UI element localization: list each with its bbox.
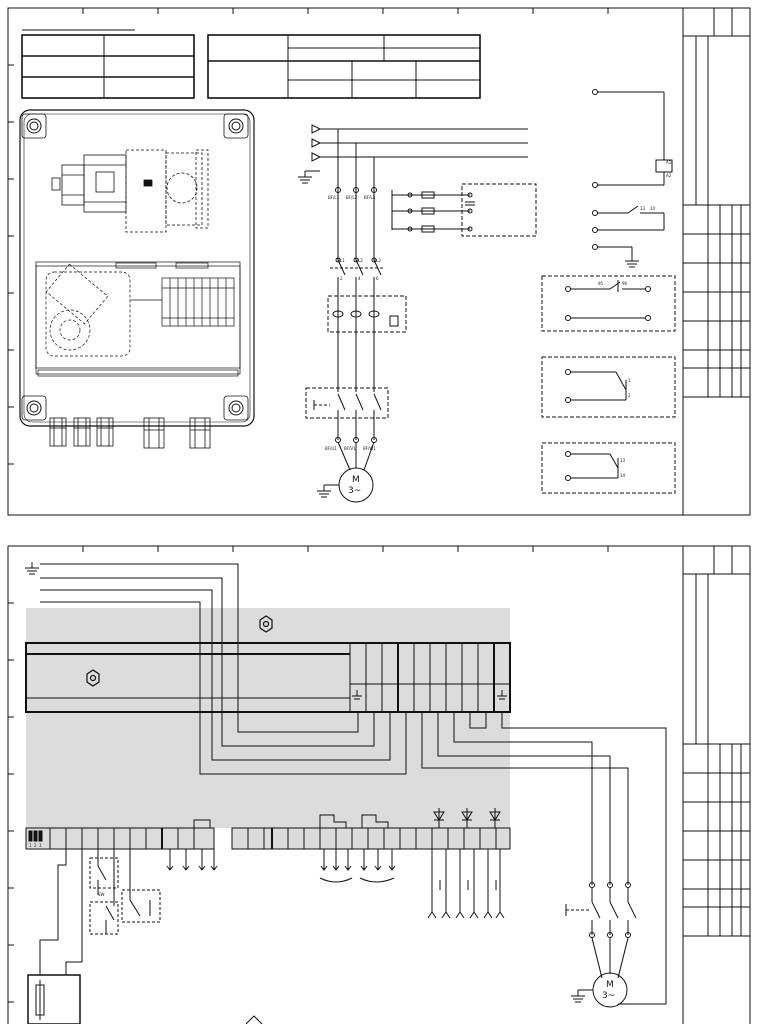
- contactor-terminal: 4: [358, 276, 361, 281]
- title-block: [682, 8, 750, 515]
- enclosure-layout: [19, 109, 255, 449]
- coil-terminal: A2: [666, 173, 672, 178]
- mounting-hole: [223, 113, 249, 139]
- box2-terminal: 1: [628, 378, 631, 383]
- motor-symbol: M: [352, 475, 360, 485]
- contactor-terminal: 2: [340, 276, 343, 281]
- mounting-hole: [223, 395, 249, 421]
- box2-terminal: 2: [628, 393, 631, 398]
- cable-gland-icon: [49, 417, 67, 447]
- mounting-hole: [21, 113, 47, 139]
- top-sheet: BF/L1 BF/L2 BF/L3 L1 L2 L3 2 4 6 BF/U1 B…: [7, 7, 751, 516]
- ground-icon: [297, 170, 313, 184]
- motor-type: 3~: [348, 486, 361, 496]
- contactor-assembly: [51, 149, 209, 233]
- header-table-right: [207, 34, 481, 99]
- ground-icon: [570, 989, 586, 1003]
- cable-gland-icon: [96, 417, 114, 447]
- motor-type: 3~: [602, 991, 615, 1001]
- title-block: [682, 546, 750, 1024]
- motor-circuit: [565, 882, 637, 1008]
- power-labels: BF/L1 BF/L2 BF/L3 L1 L2 L3 2 4 6 BF/U1 B…: [325, 195, 381, 496]
- ground-icon: [316, 484, 332, 498]
- cable-gland-icon: [189, 417, 211, 449]
- terminal-block-assembly: [35, 261, 241, 377]
- motor-terminal-label: BF/W1: [363, 446, 376, 451]
- strip-label: 2: [34, 843, 37, 848]
- header-table-left: [21, 29, 195, 99]
- relay-label: SW: [98, 892, 105, 897]
- lower-terminal-strip: [25, 808, 511, 850]
- coil-terminal: A1: [666, 160, 672, 165]
- motor-terminal-label: BF/V1: [344, 446, 356, 451]
- strip-labels: 1 2 3 SW: [29, 843, 105, 897]
- box1-terminal: 95: [598, 281, 604, 286]
- strip-label: 3: [39, 843, 42, 848]
- terminal-housing: [25, 642, 511, 713]
- pipe-nut-icon: [259, 615, 273, 633]
- box3-terminal: 14: [620, 473, 626, 478]
- motor-labels: M 3~: [602, 980, 615, 1001]
- motor-icon: [338, 467, 374, 503]
- mounting-hole: [21, 395, 47, 421]
- strip-label: 1: [29, 843, 32, 848]
- contactor-label: L2: [358, 258, 363, 263]
- contact-terminal: 14: [650, 206, 656, 211]
- cable-gland-icon: [73, 417, 91, 447]
- switch-boxes: [27, 849, 161, 1024]
- bottom-sheet: 1 2 3 SW: [7, 545, 751, 1024]
- box3-terminal: 13: [620, 458, 626, 463]
- motor-terminal-label: BF/U1: [325, 446, 337, 451]
- phase-label: BF/L3: [364, 195, 376, 200]
- pipe-nut-icon: [86, 669, 100, 687]
- phase-label: BF/L2: [346, 195, 358, 200]
- control-circuit: [541, 89, 676, 494]
- control-labels: A1 A2 13 14 95 96 1 2 13 14: [598, 160, 672, 478]
- backplate: [26, 608, 510, 828]
- wiring: [40, 563, 667, 1005]
- contactor-terminal: 6: [376, 276, 379, 281]
- arrow-up-icon: [245, 1015, 263, 1024]
- phase-label: BF/L1: [328, 195, 340, 200]
- output-arrows: [166, 849, 505, 919]
- ground-icon: [624, 254, 640, 268]
- power-circuit: [297, 124, 537, 503]
- contactor-label: L1: [340, 258, 345, 263]
- contactor-label: L3: [376, 258, 381, 263]
- cable-gland-icon: [143, 417, 165, 449]
- motor-symbol: M: [606, 980, 614, 990]
- box1-terminal: 96: [622, 281, 628, 286]
- ground-icon: [24, 561, 40, 575]
- motor-icon: [592, 972, 628, 1008]
- contact-terminal: 13: [640, 206, 646, 211]
